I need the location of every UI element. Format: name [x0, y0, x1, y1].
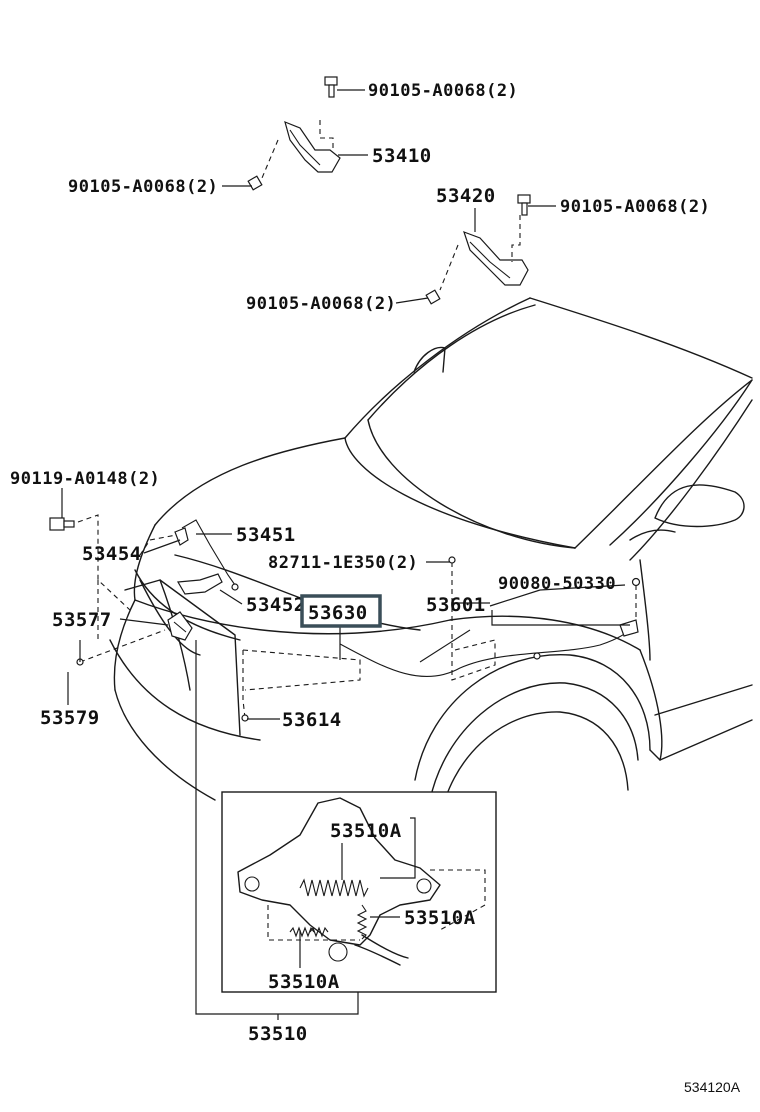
bolt-icon [49, 517, 75, 531]
label-hook: 53577 [52, 609, 112, 631]
label-bolt-hinge-left: 90105-A0068(2) [68, 177, 218, 197]
bolt-icon [425, 289, 441, 305]
hood-lock-location [76, 611, 193, 666]
release-cable-route [339, 619, 639, 678]
hinge-left-assembly [247, 76, 341, 191]
leader-lines [61, 89, 630, 720]
highlight-box [300, 594, 382, 628]
label-clip-right: 90080-50330 [498, 574, 616, 594]
label-bolt-front: 90119-A0148(2) [10, 469, 160, 489]
label-hinge-left: 53410 [372, 145, 432, 167]
front-bolt-group [49, 514, 131, 640]
bolt-icon [517, 194, 531, 216]
label-bolt-hinge-right-top: 90105-A0068(2) [560, 197, 710, 217]
label-release-cable[interactable]: 53630 [308, 602, 368, 624]
lock-bracket-outline [241, 649, 361, 722]
label-lock-bracket: 53614 [282, 709, 342, 731]
hinge-right-assembly [425, 194, 531, 305]
part-labels: 90105-A0068(2) 53410 90105-A0068(2) 5342… [10, 81, 741, 1095]
bolt-icon [247, 175, 263, 191]
hood-support-outline [419, 556, 496, 681]
label-cushion: 53579 [40, 707, 100, 729]
car-body-outline [109, 297, 753, 821]
bolt-icon [324, 76, 338, 98]
lock-leader-lines [195, 640, 359, 1020]
hood-lock-detail-inset [221, 791, 497, 993]
label-cable-bracket: 53452 [246, 594, 306, 616]
clip-icon [631, 577, 641, 620]
label-hood-support: 53601 [426, 594, 486, 616]
label-bolt-hinge-right-side: 90105-A0068(2) [246, 294, 396, 314]
release-lever-parts [139, 519, 239, 595]
label-bolt-top: 90105-A0068(2) [368, 81, 518, 101]
label-spring-a: 53510A [330, 820, 402, 842]
label-cable-upper: 53451 [236, 524, 296, 546]
label-spring-c: 53510A [268, 971, 340, 993]
label-lever: 53454 [82, 543, 142, 565]
label-spring-b: 53510A [404, 907, 476, 929]
label-hinge-right: 53420 [436, 185, 496, 207]
label-clip-item: 82711-1E350(2) [268, 553, 418, 573]
label-hood-lock: 53510 [248, 1023, 308, 1045]
figure-code: 534120A [684, 1079, 741, 1095]
